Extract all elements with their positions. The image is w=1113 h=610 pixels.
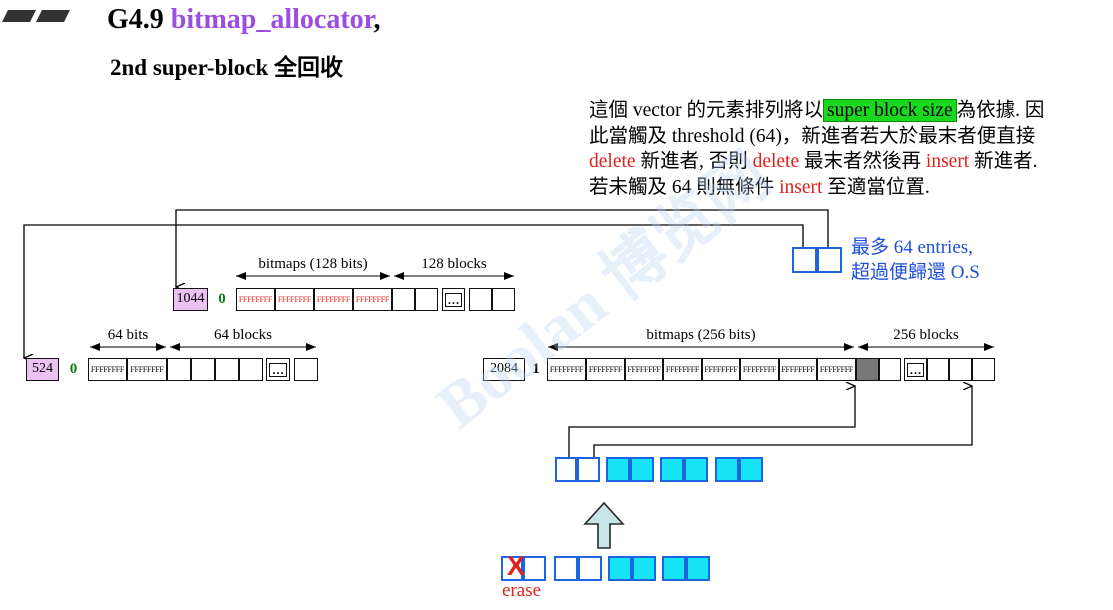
vector-entry (578, 556, 602, 581)
bitmap-cell: FFFFFFFF (275, 288, 314, 311)
block-cell (392, 288, 415, 311)
block-cell (415, 288, 438, 311)
blocks-256-label: 256 blocks (893, 327, 959, 343)
vector-entry (630, 457, 654, 482)
entries-note: 最多 64 entries, 超過便歸還 O.S (851, 237, 980, 283)
block-cell (191, 358, 215, 381)
slide-mark-icon (2, 10, 70, 22)
bitmap-cell: FFFFFFFF (586, 358, 625, 381)
bitmap-cell: FFFFFFFF (236, 288, 275, 311)
index-cell-524: 524 (26, 358, 59, 381)
ellipsis-cell: … (266, 358, 290, 381)
blocks-64-label: 64 blocks (214, 327, 272, 343)
ellipsis-cell: … (904, 358, 927, 381)
block-cell (239, 358, 263, 381)
pointer-to-524 (24, 224, 804, 358)
bitmap-cell: FFFFFFFF (817, 358, 856, 381)
page-title: G4.9 bitmap_allocator, (107, 4, 381, 35)
bitmap-cell: FFFFFFFF (314, 288, 353, 311)
bitmap-cell: FFFFFFFF (779, 358, 817, 381)
block-cell (927, 358, 949, 381)
index-cell-2084: 2084 (483, 358, 525, 381)
vector-entry (715, 457, 739, 482)
block-cell (972, 358, 995, 381)
bitmaps-256-label: bitmaps (256 bits) (646, 327, 756, 343)
block-cell (949, 358, 972, 381)
block-cell (294, 358, 318, 381)
block-cell (167, 358, 191, 381)
vector-entry (554, 556, 578, 581)
block-cell-gray (856, 358, 879, 381)
used-count-2084: 1 (532, 361, 540, 377)
block-cell (879, 358, 901, 381)
block-cell (469, 288, 492, 311)
vector-entry (662, 556, 686, 581)
bitmap-cell: FFFFFFFF (353, 288, 392, 311)
vector-entry (523, 556, 546, 581)
bitmap-cell: FFFFFFFF (547, 358, 586, 381)
vector-entry-erased (501, 556, 523, 581)
up-arrow (583, 501, 625, 549)
title-name: bitmap_allocator (170, 4, 374, 35)
bitmaps-128-label: bitmaps (128 bits) (258, 256, 368, 272)
used-count-1044: 0 (218, 291, 226, 307)
vector-entry (660, 457, 684, 482)
index-cell-1044: 1044 (173, 288, 208, 311)
bitmap-cell: FFFFFFFF (740, 358, 779, 381)
blocks-128-label: 128 blocks (421, 256, 487, 272)
bitmap-cell: FFFFFFFF (127, 358, 167, 381)
vector-entry (739, 457, 763, 482)
block-cell (215, 358, 239, 381)
vector-entry (686, 556, 710, 581)
erase-label: erase (502, 580, 542, 601)
page-subtitle: 2nd super-block 全回收 (110, 55, 344, 80)
bitmap-cell: FFFFFFFF (625, 358, 663, 381)
pointer-to-2084-end (593, 386, 972, 466)
pointer-to-2084-start (568, 386, 855, 466)
bitmap-cell: FFFFFFFF (702, 358, 740, 381)
vector-entry (792, 247, 817, 273)
vector-entry (817, 247, 842, 273)
bitmap-cell: FFFFFFFF (663, 358, 702, 381)
pointer-to-1044 (176, 209, 829, 287)
bits-64-label: 64 bits (107, 327, 149, 343)
block-cell (492, 288, 515, 311)
ellipsis-cell: … (442, 288, 465, 311)
vector-entry (684, 457, 708, 482)
vector-entry (632, 556, 656, 581)
vector-entry (606, 457, 630, 482)
vector-entry (577, 457, 600, 482)
vector-entry (608, 556, 632, 581)
highlight-super-block-size: super block size (822, 99, 957, 122)
used-count-524: 0 (69, 361, 78, 377)
bitmap-cell: FFFFFFFF (88, 358, 127, 381)
erase-x-icon: X (507, 551, 526, 581)
vector-entry (555, 457, 577, 482)
